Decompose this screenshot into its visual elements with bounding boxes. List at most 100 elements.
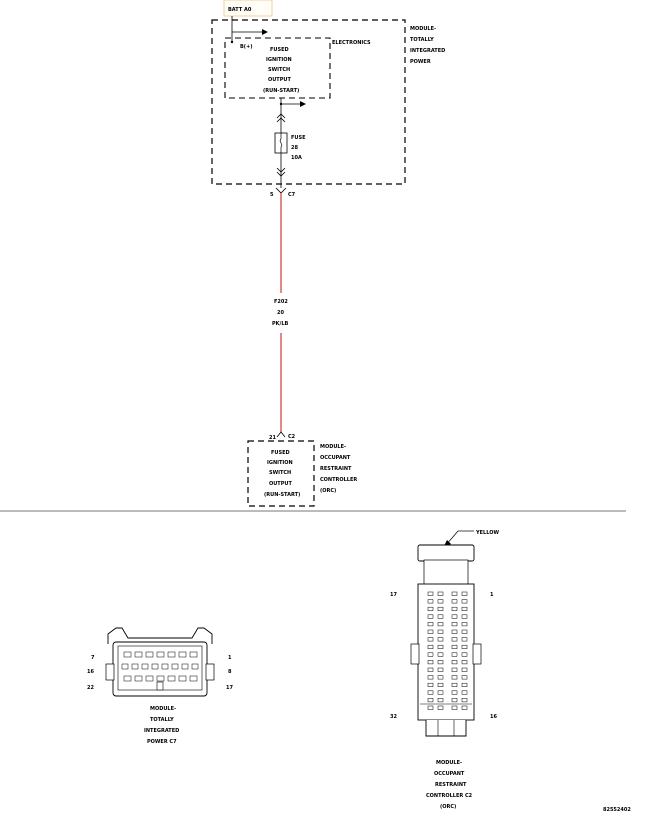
fuse-label-line: 28 <box>291 145 298 151</box>
connector-cavity <box>437 652 444 657</box>
connector-c7-view: 7 16 22 1 8 17 MODULE- TOTALLY INTEGRATE… <box>87 627 233 745</box>
connector-cavity <box>451 705 458 710</box>
connector-cavity <box>427 644 434 649</box>
fuse-label-line: FUSE <box>291 135 306 141</box>
connector-cavity <box>427 705 434 710</box>
c7-key <box>156 681 164 691</box>
connector-cavity <box>178 651 187 658</box>
orc-module: 21 C2 FUSED IGNITION SWITCH OUTPUT (RUN-… <box>247 431 357 507</box>
connector-cavity <box>167 651 176 658</box>
connector-cavity <box>437 629 444 634</box>
connector-cavity <box>437 606 444 611</box>
connector-cavity <box>451 652 458 657</box>
tipm-output-line: SWITCH <box>268 67 290 73</box>
connector-cavity <box>461 652 468 657</box>
c2-caption-line: MODULE- <box>436 760 462 766</box>
connector-cavity <box>451 614 458 619</box>
c2-pin-label-right: 1 <box>490 592 494 598</box>
connector-c2-view: YELLOW 17 32 1 16 MODULE- OCCUPANT RESTR… <box>390 530 499 810</box>
connector-cavity <box>437 705 444 710</box>
connector-cavity <box>461 705 468 710</box>
connector-cavity <box>451 591 458 596</box>
connector-cavity <box>171 663 179 670</box>
tipm-name-line: INTEGRATED <box>410 48 445 54</box>
connector-cavity <box>427 606 434 611</box>
batt-bus-label: BATT A0 <box>228 7 252 13</box>
connector-cavity <box>451 606 458 611</box>
figure-id: 82552402 <box>603 807 631 813</box>
connector-cavity <box>437 614 444 619</box>
connector-cavity <box>427 637 434 642</box>
connector-cavity <box>451 644 458 649</box>
tipm-module: MODULE- TOTALLY INTEGRATED POWER ELECTRO… <box>211 19 445 188</box>
connector-cavity <box>178 675 187 682</box>
b-plus-label: B(+) <box>240 44 253 50</box>
c2-housing-bottom <box>425 720 467 737</box>
connector-cavity <box>461 690 468 695</box>
connector-cavity <box>451 660 458 665</box>
connector-cavity <box>461 614 468 619</box>
c2-caption-line: (ORC) <box>440 804 456 810</box>
circuit-wire: F202 20 PK/LB <box>272 193 289 432</box>
connector-cavity <box>181 663 189 670</box>
c2-pin-label-right: 16 <box>490 714 497 720</box>
connector-cavity <box>451 682 458 687</box>
connector-cavity <box>427 591 434 596</box>
c7-caption-line: POWER C7 <box>147 739 177 745</box>
c7-pin-label-right: 1 <box>228 655 232 661</box>
connector-cavity <box>145 651 154 658</box>
connector-cavity <box>437 637 444 642</box>
orc-box <box>247 440 315 507</box>
connector-cavity <box>156 651 165 658</box>
c2-housing-top <box>417 544 475 562</box>
connector-cavity <box>437 682 444 687</box>
connector-cavity <box>427 682 434 687</box>
orc-output-line: OUTPUT <box>269 481 292 487</box>
orc-output-line: IGNITION <box>267 460 293 466</box>
orc-name-line: CONTROLLER <box>320 477 357 483</box>
c7-pin-label-right: 8 <box>228 669 232 675</box>
c7-caption-line: MODULE- <box>150 706 176 712</box>
connector-cavity <box>134 675 143 682</box>
tipm-name-line: TOTALLY <box>410 37 434 43</box>
connector-cavity <box>427 667 434 672</box>
batt-bus-box <box>223 0 273 17</box>
c2-latch-right <box>472 643 482 665</box>
connector-cavity <box>451 622 458 627</box>
c2-color-label: YELLOW <box>475 530 499 536</box>
orc-name-line: OCCUPANT <box>320 455 351 461</box>
connector-cavity <box>123 651 132 658</box>
connector-cavity <box>437 599 444 604</box>
connector-cavity <box>123 675 132 682</box>
c2-pin-label-left: 32 <box>390 714 397 720</box>
wire-color-code: PK/LB <box>272 321 289 327</box>
connector-cavity <box>191 663 199 670</box>
orc-output-line: (RUN-START) <box>264 492 300 498</box>
c2-cavity-grid <box>427 591 468 710</box>
orc-name-line: MODULE- <box>320 444 346 450</box>
c7-cavity-grid <box>121 651 199 682</box>
tipm-outer-box <box>211 19 406 185</box>
tipm-output-line: IGNITION <box>266 57 292 63</box>
c7-latch-left <box>105 663 115 681</box>
connector-cavity <box>461 682 468 687</box>
tipm-name-line: POWER <box>410 59 431 65</box>
connector-cavity <box>461 622 468 627</box>
electronics-label: ELECTRONICS <box>332 40 371 46</box>
c2-caption-line: RESTRAINT <box>435 782 467 788</box>
connector-cavity <box>437 622 444 627</box>
c2-housing <box>417 583 475 721</box>
connector-cavity <box>167 675 176 682</box>
connector-cavity <box>451 698 458 703</box>
connector-cavity <box>427 698 434 703</box>
connector-cavity <box>427 599 434 604</box>
c2-latch-left <box>410 643 420 665</box>
connector-cavity <box>437 660 444 665</box>
connector-cavity <box>437 675 444 680</box>
connector-cavity <box>427 690 434 695</box>
c7-pin-label-left: 7 <box>91 655 95 661</box>
connector-cavity <box>451 629 458 634</box>
connector-cavity <box>427 660 434 665</box>
connector-cavity <box>189 675 198 682</box>
c7-caption-line: INTEGRATED <box>144 728 179 734</box>
